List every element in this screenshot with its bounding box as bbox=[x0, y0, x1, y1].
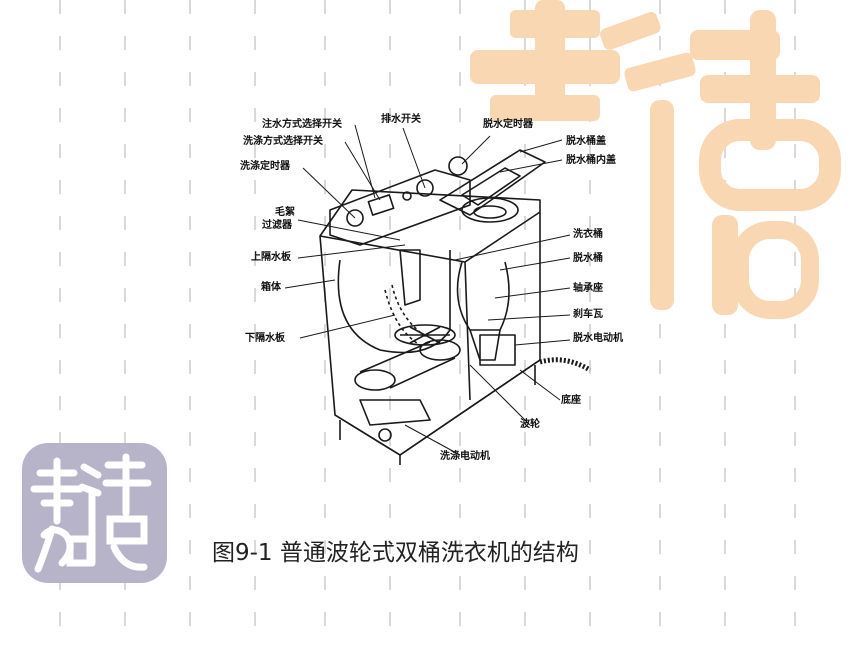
purple-seal-logo bbox=[22, 443, 167, 583]
label-bearing-seat: 轴承座 bbox=[573, 283, 603, 294]
label-spin-tub: 脱水桶 bbox=[573, 253, 603, 264]
label-base: 底座 bbox=[561, 395, 581, 406]
label-pulsator: 波轮 bbox=[520, 419, 540, 430]
label-spin-tub-inner-lid: 脱水桶内盖 bbox=[566, 155, 616, 166]
label-lint-filter-1: 毛絮 bbox=[275, 207, 295, 218]
label-spin-motor: 脱水电动机 bbox=[573, 333, 623, 344]
label-cabinet: 箱体 bbox=[261, 282, 281, 293]
label-wash-motor: 洗涤电动机 bbox=[440, 451, 490, 462]
label-fill-mode-switch: 注水方式选择开关 bbox=[262, 119, 342, 130]
label-wash-tub: 洗衣桶 bbox=[573, 229, 603, 240]
label-spin-timer: 脱水定时器 bbox=[483, 119, 533, 130]
label-lint-filter-2: 过滤器 bbox=[262, 220, 292, 231]
label-lower-partition: 下隔水板 bbox=[245, 333, 285, 344]
label-brake-shoe: 刹车瓦 bbox=[573, 309, 603, 320]
figure-caption: 图9-1 普通波轮式双桶洗衣机的结构 bbox=[212, 540, 579, 566]
label-upper-partition: 上隔水板 bbox=[251, 252, 291, 263]
label-wash-mode-switch: 洗涤方式选择开关 bbox=[243, 136, 323, 147]
label-drain-switch: 排水开关 bbox=[381, 114, 421, 125]
orange-seal-watermark bbox=[470, 0, 841, 319]
label-spin-tub-lid: 脱水桶盖 bbox=[566, 136, 606, 147]
label-wash-timer: 洗涤定时器 bbox=[240, 161, 290, 172]
